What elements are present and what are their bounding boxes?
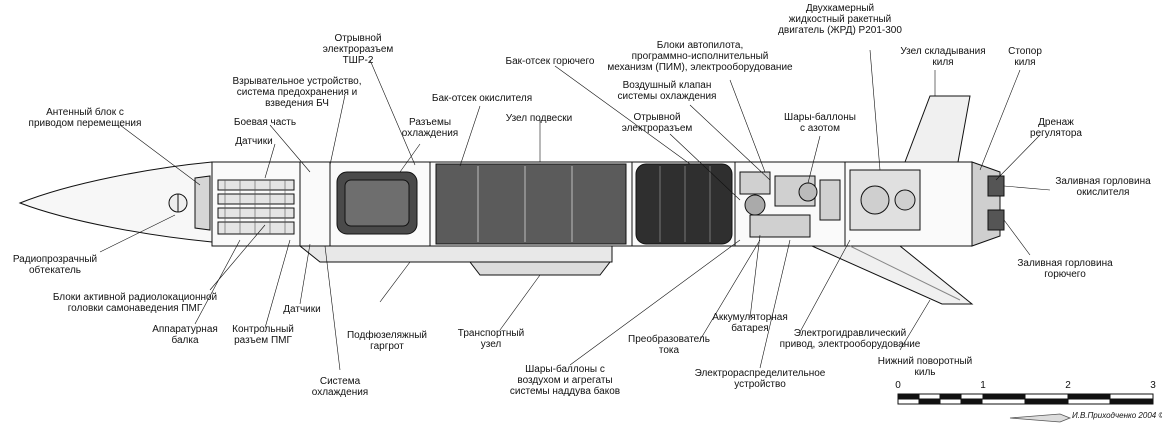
scale-tick-2: 2 xyxy=(1065,380,1071,391)
label-suspension: Узел подвески xyxy=(505,113,573,124)
oxidizer-tank xyxy=(435,163,627,245)
tail-section xyxy=(971,161,1001,247)
scale-bar xyxy=(897,393,1154,405)
upper-fin xyxy=(904,95,971,163)
label-fuze: Взрывательное устройство,система предохр… xyxy=(232,76,362,109)
fuel-tank xyxy=(635,163,733,245)
ventral-fairing xyxy=(298,245,613,263)
label-ox-tank: Бак-отсек окислителя xyxy=(431,93,533,104)
label-warhead: Боевая часть xyxy=(233,117,297,128)
credit-sketch xyxy=(1009,413,1072,423)
credit: И.В.Приходченко 2004 © xyxy=(1072,411,1162,420)
label-sensors-top: Датчики xyxy=(235,136,273,147)
label-autopilot: Блоки автопилота,программно-исполнительн… xyxy=(607,40,793,73)
lower-fin xyxy=(811,245,974,305)
scale-tick-0: 0 xyxy=(895,380,901,391)
scale-tick-1: 1 xyxy=(980,380,986,391)
scale-tick-3: 3 xyxy=(1150,380,1156,391)
label-sensors-low: Датчики xyxy=(283,304,321,315)
antenna-block xyxy=(194,175,211,231)
radome xyxy=(18,161,213,243)
label-fuel-tank: Бак-отсек горючего xyxy=(505,56,595,67)
